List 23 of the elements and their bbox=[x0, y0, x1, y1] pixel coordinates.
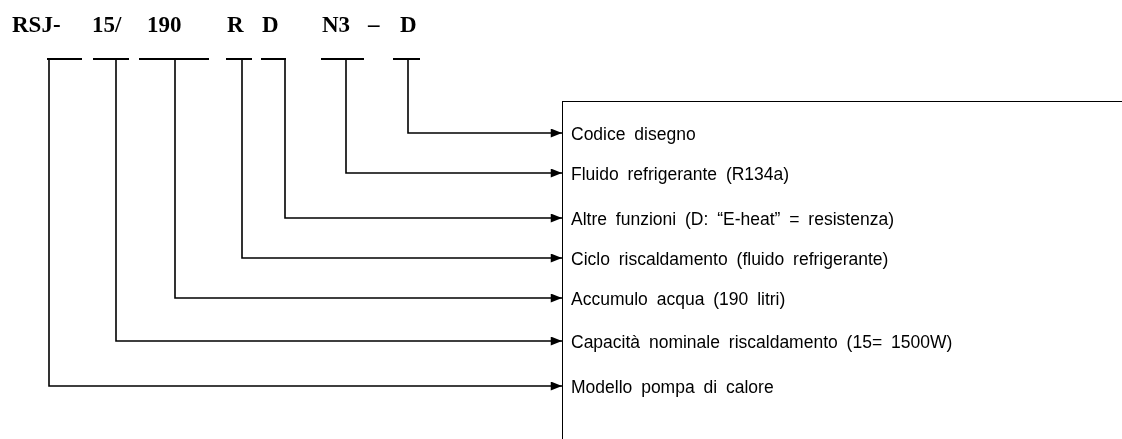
code-segment-text: D bbox=[262, 12, 279, 38]
leader-arrow bbox=[174, 59, 563, 303]
description-text: Ciclo riscaldamento (fluido refrigerante) bbox=[563, 247, 889, 271]
leader-arrow bbox=[345, 59, 563, 178]
leader-arrow bbox=[241, 59, 563, 263]
description-text: Modello pompa di calore bbox=[563, 375, 774, 399]
legend-panel bbox=[562, 101, 1122, 439]
code-segment-text: 15/ bbox=[92, 12, 122, 38]
leader-arrow bbox=[115, 59, 563, 346]
leader-arrow bbox=[407, 59, 563, 138]
description-text: Capacità nominale riscaldamento (15= 1500W) bbox=[563, 330, 953, 354]
code-separator: – bbox=[368, 12, 380, 38]
leader-arrow bbox=[284, 59, 563, 223]
description-text: Altre funzioni (D: “E-heat” = resistenza) bbox=[563, 207, 894, 231]
description-text: Accumulo acqua (190 litri) bbox=[563, 287, 786, 311]
description-text: Fluido refrigerante (R134a) bbox=[563, 162, 790, 186]
code-segment-text: D bbox=[400, 12, 417, 38]
description-text: Codice disegno bbox=[563, 122, 696, 146]
code-segment-text: R bbox=[227, 12, 244, 38]
code-segment-text: RSJ- bbox=[12, 12, 61, 38]
leader-arrow bbox=[48, 59, 563, 391]
code-segment-text: N3 bbox=[322, 12, 351, 38]
code-segment-text: 190 bbox=[147, 12, 182, 38]
